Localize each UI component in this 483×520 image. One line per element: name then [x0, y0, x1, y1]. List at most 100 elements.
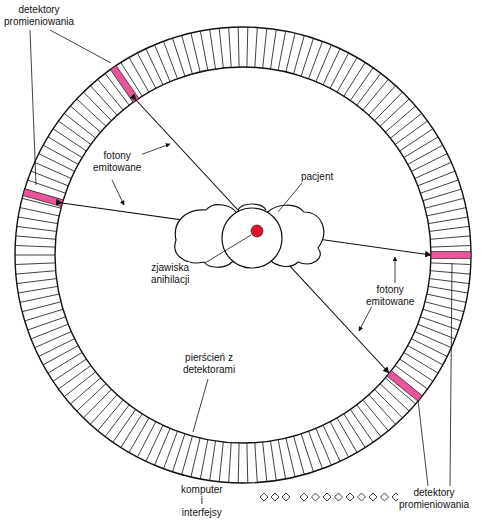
detector-cell	[344, 414, 366, 448]
interface-diamond	[312, 493, 320, 501]
detector-cell	[70, 106, 100, 132]
detector-cell	[31, 171, 68, 186]
detector-cell	[411, 154, 447, 172]
interface-diamond	[346, 493, 354, 501]
detector-cell	[294, 436, 305, 475]
detector-cell	[278, 440, 286, 479]
detector-cell	[35, 162, 72, 178]
detector-cell	[246, 443, 248, 483]
detector-cell	[200, 440, 208, 479]
detector-cell	[238, 27, 240, 67]
text-label: detektory promieniowania	[3, 4, 75, 27]
detector-cell	[121, 414, 143, 448]
detector-cell	[400, 129, 433, 151]
detector-cell	[425, 198, 464, 208]
detector-cell	[404, 352, 438, 373]
detector-cell	[129, 58, 149, 93]
detector-cell	[146, 49, 163, 85]
detector-cell	[415, 162, 452, 178]
detector-cell	[59, 366, 91, 390]
detector-cell	[22, 302, 61, 312]
detector-cell	[182, 436, 193, 475]
detector-cell	[430, 236, 470, 239]
detector-cell	[20, 208, 59, 216]
radiation-detector	[110, 66, 139, 103]
detector-cell	[98, 79, 124, 110]
detector-cell	[77, 384, 106, 411]
detector-cell	[418, 171, 455, 186]
detector-cell	[18, 217, 57, 224]
interface-diamond	[381, 493, 389, 501]
detector-cell	[164, 431, 178, 469]
detector-cell	[375, 389, 403, 418]
detector-cell	[423, 309, 461, 321]
annihilation-point	[251, 225, 263, 237]
detector-cell	[39, 154, 75, 172]
detector-cell	[35, 332, 72, 348]
detector-cell	[15, 255, 55, 256]
interface-diamond	[369, 493, 377, 501]
detector-cell	[17, 226, 57, 231]
detector-cell	[421, 317, 459, 330]
detector-cell	[17, 279, 57, 284]
radiation-detector	[23, 189, 63, 207]
detector-cell	[105, 405, 129, 437]
detector-cell	[246, 27, 248, 67]
detector-cell	[70, 378, 100, 404]
detector-cell	[350, 409, 373, 442]
text-label: komputer i interfejsy	[180, 484, 224, 519]
detector-cell	[25, 309, 63, 321]
detector-cell	[385, 106, 415, 132]
detector-ring	[15, 27, 471, 483]
detector-cell	[146, 425, 163, 461]
detector-cell	[428, 286, 467, 293]
detector-cell	[182, 35, 193, 74]
detector-cell	[375, 92, 403, 121]
detector-cell	[155, 428, 171, 465]
detector-cell	[15, 263, 55, 265]
detector-cell	[90, 395, 117, 425]
interface-diamond	[335, 493, 343, 501]
interface-diamond	[358, 493, 366, 501]
detector-cell	[294, 35, 305, 74]
detector-cell	[430, 279, 470, 284]
detector-cell	[428, 217, 467, 224]
detector-cell	[357, 405, 381, 437]
detector-cell	[15, 246, 55, 248]
detector-cell	[219, 442, 223, 482]
detector-cell	[229, 27, 232, 67]
text-label: zjawiska anihilacji	[150, 262, 190, 285]
text-label: detektory promieniowania	[398, 487, 470, 510]
radiation-detector	[387, 371, 422, 402]
detector-cell	[404, 137, 438, 158]
detector-cell	[16, 271, 56, 274]
detector-cell	[77, 99, 106, 126]
detector-cell	[39, 339, 75, 357]
detector-cell	[330, 53, 349, 89]
detector-cell	[408, 346, 443, 365]
detector-cell	[309, 41, 323, 79]
text-label: fotony emitowane	[365, 284, 415, 307]
detector-cell	[59, 121, 91, 145]
detector-cell	[191, 33, 200, 72]
interface-diamond	[282, 493, 290, 501]
detector-cell	[337, 58, 357, 93]
detector-cell	[53, 359, 86, 381]
detector-cell	[271, 441, 277, 481]
detector-cell	[400, 359, 433, 381]
detector-cell	[210, 441, 216, 481]
detector-cell	[84, 92, 112, 121]
detector-cell	[271, 29, 277, 69]
detector-cell	[369, 395, 396, 425]
detector-cell	[64, 372, 95, 397]
detector-cell	[219, 28, 223, 68]
interface-diamond	[260, 493, 268, 501]
detector-cell	[263, 442, 267, 482]
detector-cell	[113, 409, 136, 442]
detector-cell	[16, 236, 56, 239]
detector-cell	[286, 33, 295, 72]
detector-cell	[155, 45, 171, 82]
detector-cell	[427, 294, 466, 302]
detector-cell	[255, 443, 257, 483]
detector-cell	[363, 400, 389, 431]
